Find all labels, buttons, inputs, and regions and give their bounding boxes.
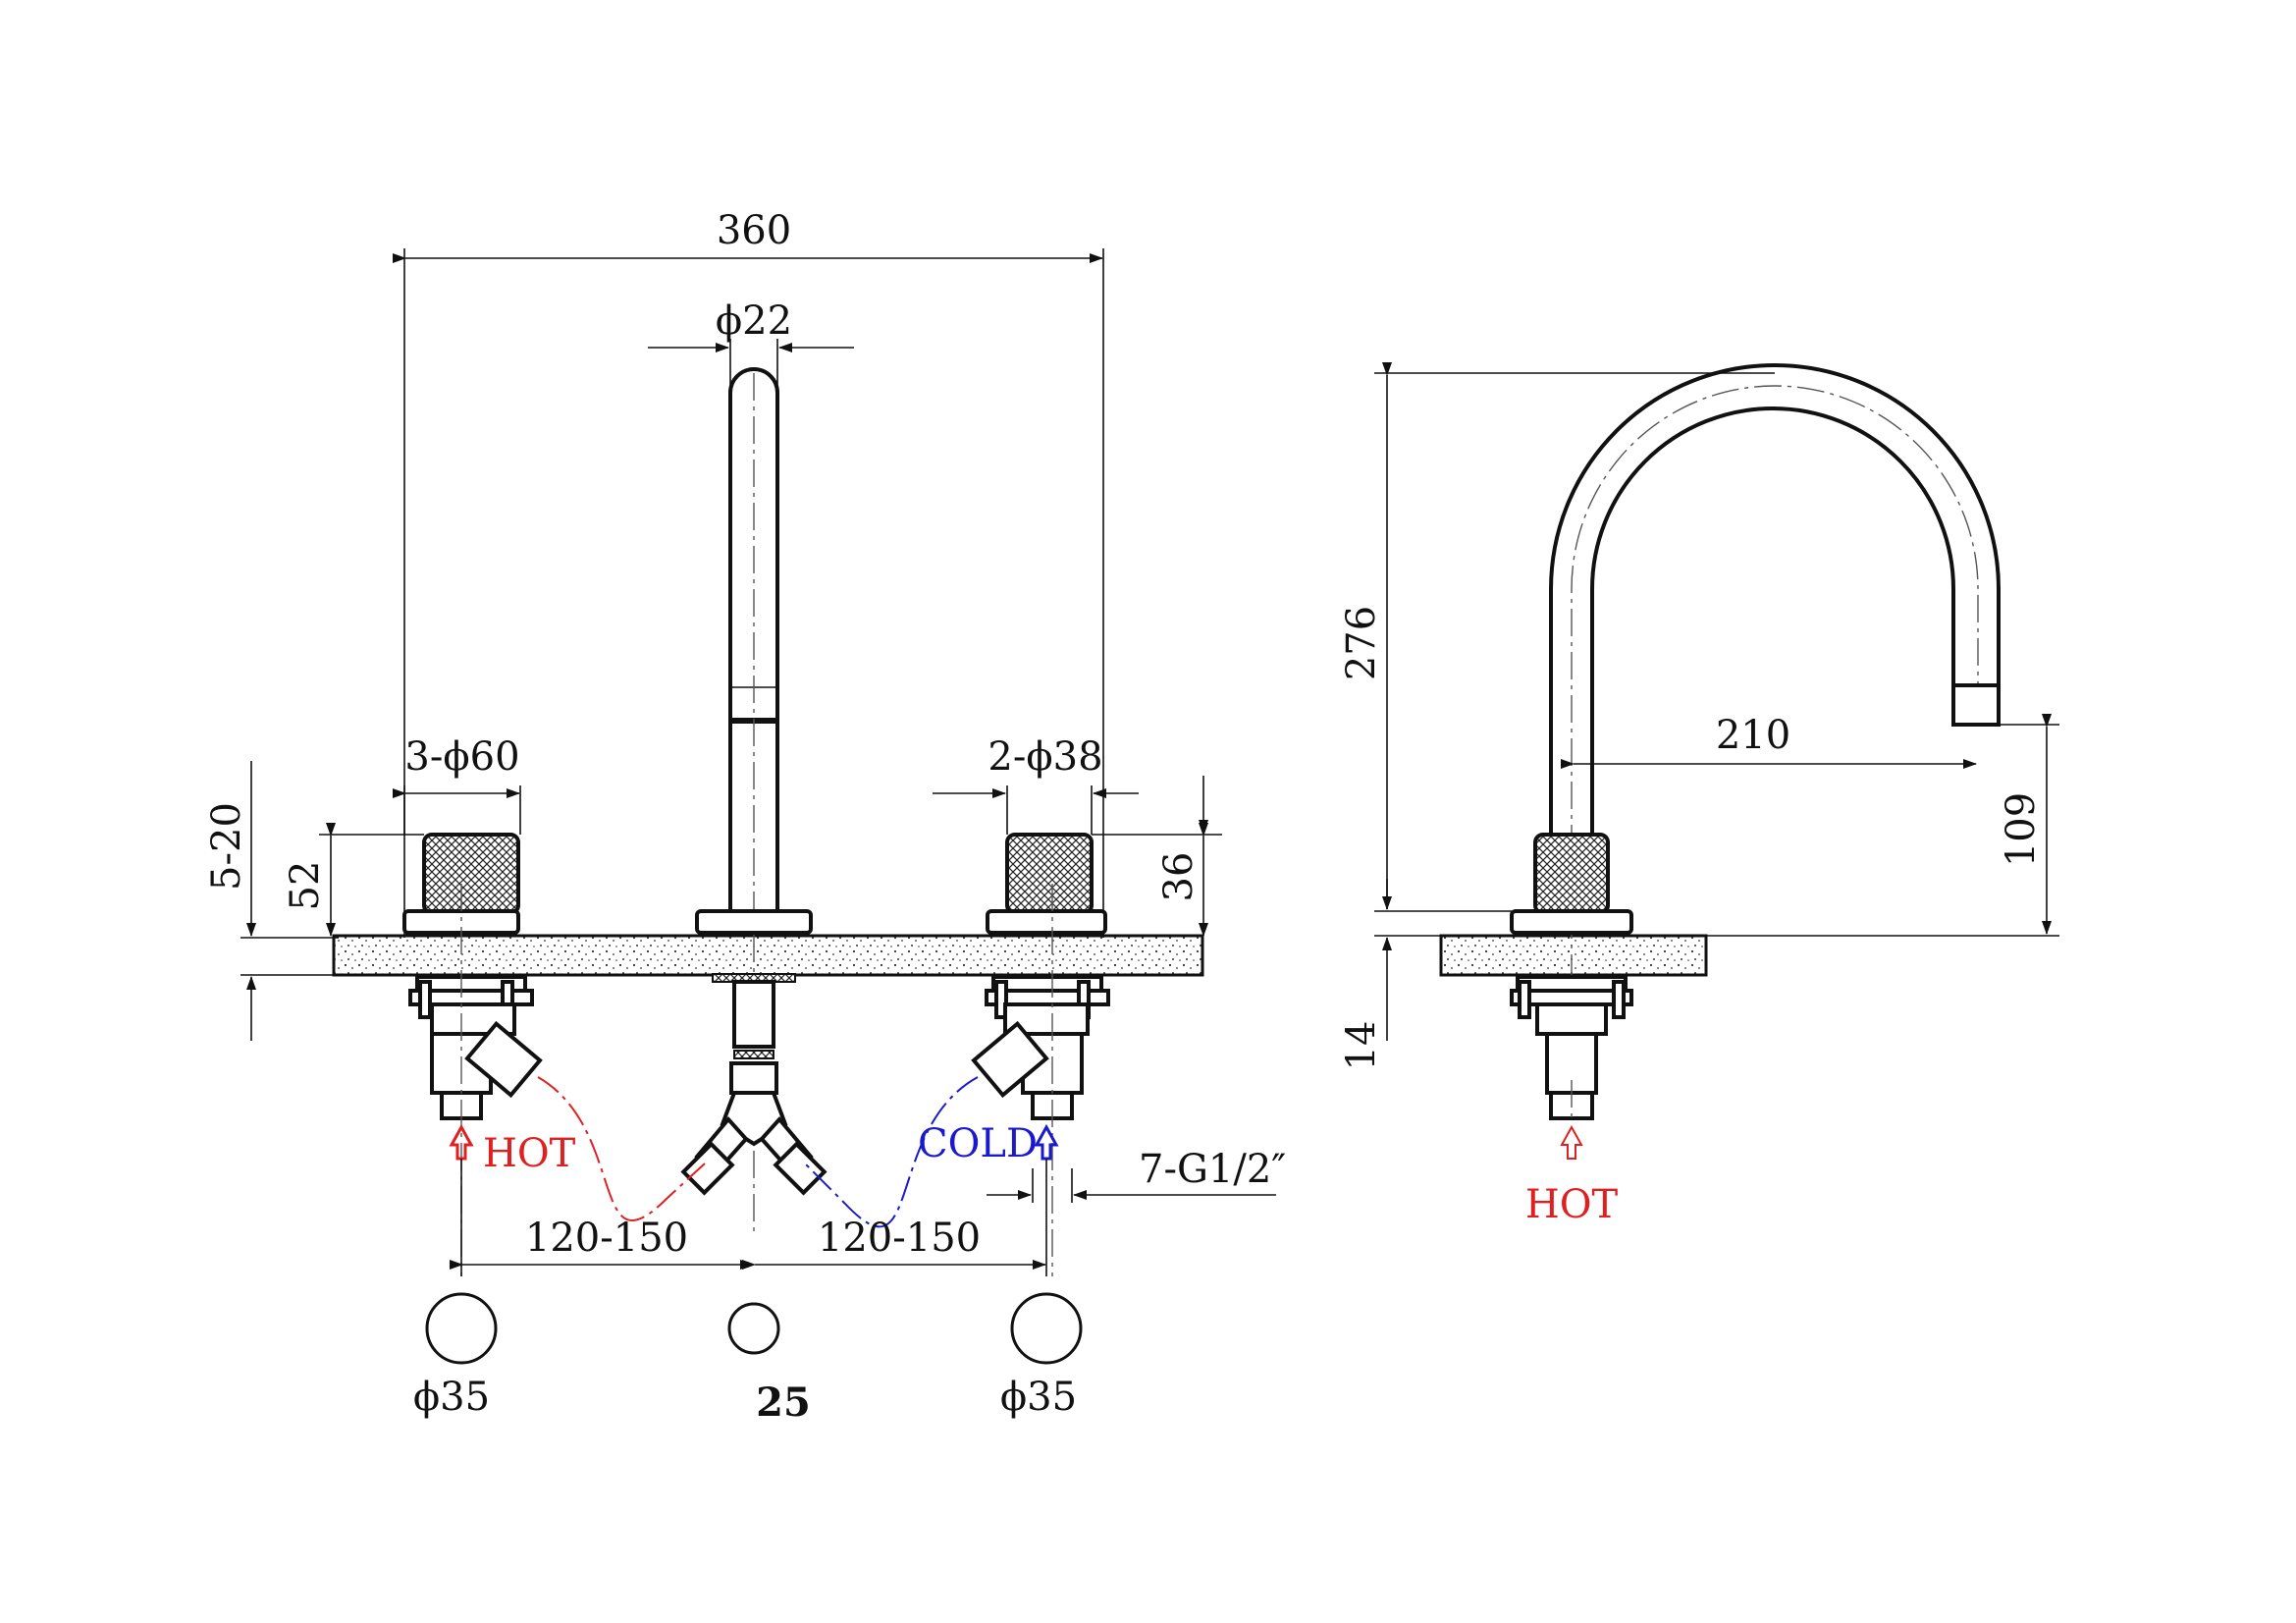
dim-height-text: 276 [1339,606,1384,680]
dim-overall-width-text: 360 [717,208,791,253]
gooseneck-spout [1549,363,2001,837]
dim-reach: 210 [1561,713,1977,769]
dim-connection-text: 7-G1/2″ [1139,1147,1286,1192]
hole-plan: ϕ35 25 ϕ35 [413,1292,1083,1426]
hole-right-text: ϕ35 [1000,1375,1077,1420]
front-view: 360 ϕ22 [204,208,1286,1276]
y-connector [680,1061,828,1196]
cold-inlet-arrow [1034,1123,1059,1161]
dim-handle-height-text: 52 [283,861,328,911]
dim-deck-thickness: 5-20 [204,761,339,1041]
dim-height: 276 [1339,362,1775,912]
dim-spout-diameter-text: ϕ22 [716,298,792,344]
hole-left-text: ϕ35 [413,1375,490,1420]
dim-deck-thickness-text: 5-20 [204,802,249,891]
hole-center-text: 25 [756,1380,811,1426]
cold-hose [804,1076,979,1228]
countertop-slab [332,934,1204,977]
cold-label: COLD [918,1121,1038,1166]
dim-handle-height-right: 36 [1092,776,1222,937]
dim-handle-height: 52 [283,823,424,937]
dim-flange-diameter: 2-ϕ38 [933,734,1139,835]
hot-hose [537,1076,706,1222]
hole-center [727,1302,780,1355]
handle-right [971,833,1110,1276]
dim-handle-diameter-text: 3-ϕ60 [404,734,519,780]
dim-reach-text: 210 [1716,713,1790,758]
dim-base: 14 [1339,879,1441,1070]
dim-centers: 120-150 120-150 [450,1159,1047,1276]
side-hot-label: HOT [1525,1182,1619,1227]
dim-spout-diameter: ϕ22 [648,298,854,388]
side-view: HOT 276 14 210 109 [1339,362,2059,1227]
dim-connection: 7-G1/2″ [987,1147,1286,1203]
dim-handle-diameter: 3-ϕ60 [393,734,521,835]
handle-left [402,833,543,1276]
dim-handle-height-right-text: 36 [1156,852,1201,902]
hole-right [1010,1292,1083,1365]
dim-outlet-height: 109 [1706,714,2059,937]
dim-base-text: 14 [1339,1021,1384,1071]
dim-centers-right-text: 120-150 [818,1216,981,1261]
dim-centers-left-text: 120-150 [525,1216,688,1261]
hot-label: HOT [483,1131,576,1176]
dim-flange-diameter-text: 2-ϕ38 [988,734,1102,780]
side-countertop-slab [1439,934,1708,977]
dim-outlet-height-text: 109 [1999,792,2044,867]
side-hot-inlet-arrow [1560,1124,1583,1160]
hole-left [425,1292,498,1365]
